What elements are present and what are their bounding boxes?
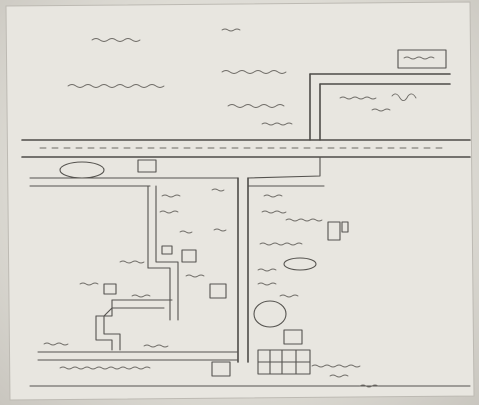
small-structures xyxy=(103,221,349,299)
paper-sheet xyxy=(5,1,475,401)
top-handwriting xyxy=(67,28,293,126)
lower-right-pond xyxy=(253,300,287,328)
left-pond xyxy=(59,161,105,179)
vertical-road-center xyxy=(237,177,249,363)
lower-horizontal-road xyxy=(29,156,325,187)
right-pond xyxy=(283,257,317,271)
top-right-building xyxy=(309,49,451,141)
middle-left-handwriting xyxy=(79,188,227,298)
title-box xyxy=(397,49,447,69)
horizontal-road xyxy=(21,139,471,158)
right-middle-building xyxy=(257,194,323,298)
vertical-road-left xyxy=(95,185,179,351)
bottom-right-building xyxy=(211,329,361,378)
bottom-road xyxy=(29,342,471,388)
small-shed xyxy=(137,159,157,173)
